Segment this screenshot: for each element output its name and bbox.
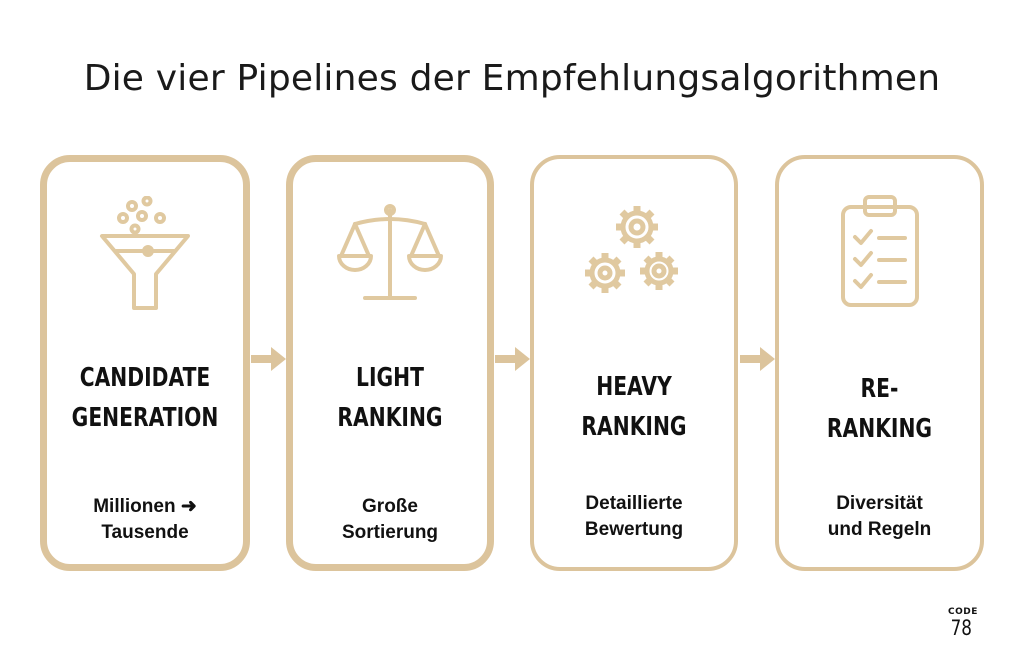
step-heading: CANDIDATE GENERATION <box>71 363 219 433</box>
scale-icon <box>337 204 443 300</box>
brand-logo: CODE 78 <box>948 607 978 640</box>
step-heading: HEAVY RANKING <box>581 372 687 442</box>
step-description: Diversität und Regeln <box>827 493 932 540</box>
step-description: Millionen ➜ Tausende <box>93 496 197 543</box>
step-card-candidate-generation: CANDIDATE GENERATION Millionen ➜ Tausend… <box>40 155 250 571</box>
page-title: Die vier Pipelines der Empfehlungsalgori… <box>83 58 941 99</box>
step-card-re-ranking: RE- RANKING Diversität und Regeln <box>775 155 984 571</box>
clipboard-checklist-icon <box>840 195 919 307</box>
arrow-right-icon <box>740 347 775 371</box>
step-heading: LIGHT RANKING <box>337 363 443 433</box>
step-description: Detaillierte Bewertung <box>584 493 684 540</box>
funnel-icon <box>100 196 190 310</box>
gears-icon <box>585 206 678 293</box>
logo-line-2: 78 <box>950 616 972 640</box>
arrow-right-icon <box>251 347 286 371</box>
step-card-heavy-ranking: HEAVY RANKING Detaillierte Bewertung <box>530 155 738 571</box>
logo-line-1: CODE <box>948 607 978 617</box>
step-heading: RE- RANKING <box>826 374 933 444</box>
step-description: Große Sortierung <box>341 496 439 543</box>
step-card-light-ranking: LIGHT RANKING Große Sortierung <box>286 155 494 571</box>
arrow-right-icon <box>495 347 530 371</box>
